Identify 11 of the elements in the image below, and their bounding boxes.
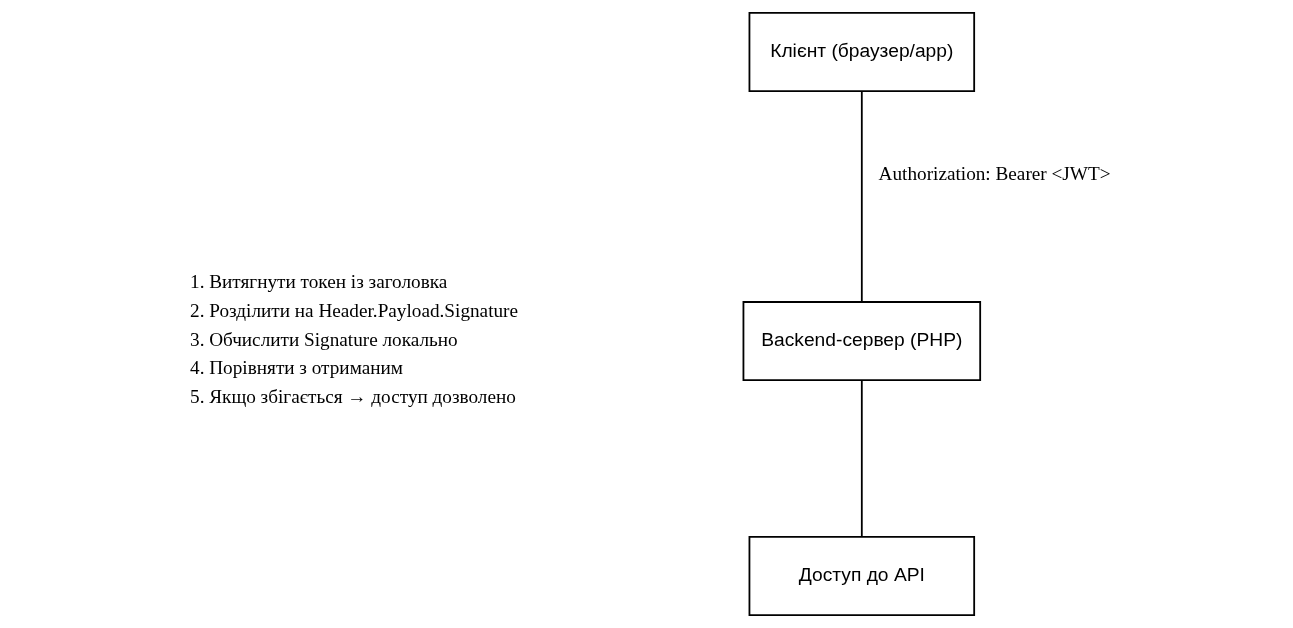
connector <box>860 379 863 538</box>
node-box: Backend-сервер (PHP) <box>742 301 981 381</box>
label: 5. Якщо збігається → доступ дозволено <box>189 386 516 408</box>
connector <box>860 90 863 303</box>
edge-label: Authorization: Bearer <JWT> <box>878 162 1111 184</box>
label: 3. Обчислити Signature локально <box>189 328 458 350</box>
node-box: Клієнт (браузер/app) <box>748 12 975 92</box>
label: 1. Витягнути токен із заголовка <box>189 270 447 292</box>
label: 2. Розділити на Header.Payload.Signature <box>189 299 518 321</box>
label: 4. Порівняти з отриманим <box>189 357 403 379</box>
node-box: Доступ до API <box>748 536 975 616</box>
